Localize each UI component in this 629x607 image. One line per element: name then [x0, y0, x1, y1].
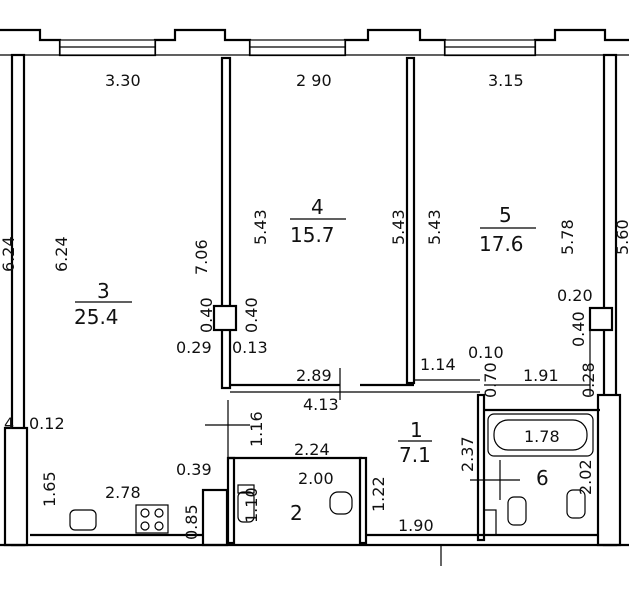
dim-1-22: 1.22 [369, 476, 388, 512]
dim-0-29: 0.29 [176, 338, 212, 357]
dim-0-20: 0.20 [557, 286, 593, 305]
dim-1-78: 1.78 [524, 427, 560, 446]
dim-0-40-a: 0.40 [197, 297, 216, 333]
room-3-area: 25.4 [74, 305, 119, 329]
dim-4-13: 4.13 [303, 395, 339, 414]
dim-0-28: 0.28 [579, 362, 598, 398]
dim-2-78: 2.78 [105, 483, 141, 502]
bottom-wall [0, 533, 629, 547]
dim-4: 4 [4, 414, 14, 433]
dim-2-90: 2 90 [296, 71, 332, 90]
dim-2-37: 2.37 [458, 436, 477, 472]
column-left [212, 304, 238, 332]
dim-0-85: 0.85 [182, 504, 201, 540]
fixtures [69, 413, 594, 536]
room-4-number: 4 [311, 195, 324, 219]
room-4-area: 15.7 [290, 223, 335, 247]
dim-2-89: 2.89 [296, 366, 332, 385]
dim-2-00: 2.00 [298, 469, 334, 488]
toilet-6 [566, 489, 586, 519]
column-right [588, 306, 614, 332]
room-6-number: 6 [536, 466, 549, 490]
dim-3-30: 3.30 [105, 71, 141, 90]
top-wall [0, 28, 629, 57]
dim-5-60: 5.60 [613, 219, 629, 255]
room-3-number: 3 [97, 279, 110, 303]
room-5-area: 17.6 [479, 232, 524, 256]
dim-1-14: 1.14 [420, 355, 456, 374]
dim-0-10: 0.10 [468, 343, 504, 362]
dim-0-13: 0.13 [232, 338, 268, 357]
dim-1-16: 1.16 [247, 411, 266, 447]
dim-5-43-a: 5.43 [251, 209, 270, 245]
sink-6 [507, 496, 527, 526]
dim-5-78: 5.78 [558, 219, 577, 255]
dim-2-02: 2.02 [576, 459, 595, 495]
dim-2-24: 2.24 [294, 440, 330, 459]
vertical-dimension-labels: 6.24 6.24 7.06 5.43 5.43 5.43 5.78 5.60 … [0, 209, 629, 540]
sink-2 [329, 491, 353, 515]
dim-3-15: 3.15 [488, 71, 524, 90]
dimension-labels: 3.30 2 90 3.15 0.29 0.13 0.20 2.89 4.13 … [4, 71, 593, 535]
room-1-number: 1 [410, 418, 423, 442]
toilet-2 [237, 491, 255, 523]
dim-0-12: 0.12 [29, 414, 65, 433]
dim-5-43-b: 5.43 [389, 209, 408, 245]
dim-1-65: 1.65 [40, 471, 59, 507]
room-2-number: 2 [290, 501, 303, 525]
bathtub [487, 413, 594, 457]
interior-walls [205, 56, 614, 566]
dim-6-24-edge: 6.24 [0, 236, 18, 272]
dim-1-10: 1.10 [242, 487, 261, 523]
dim-0-70: 0.70 [481, 362, 500, 398]
dim-0-39: 0.39 [176, 460, 212, 479]
room-1-area: 7.1 [399, 443, 431, 467]
dim-1-91: 1.91 [523, 366, 559, 385]
dim-0-40-b: 0.40 [242, 297, 261, 333]
room-5-number: 5 [499, 203, 512, 227]
stove [135, 504, 169, 534]
dim-7-06: 7.06 [192, 239, 211, 275]
dim-1-90: 1.90 [398, 516, 434, 535]
kitchen-sink [69, 509, 97, 531]
room-labels: 3 25.4 4 15.7 5 17.6 1 7.1 2 6 [74, 195, 549, 525]
dim-5-43-c: 5.43 [425, 209, 444, 245]
dim-0-40-c: 0.40 [569, 311, 588, 347]
dim-6-24: 6.24 [52, 236, 71, 272]
